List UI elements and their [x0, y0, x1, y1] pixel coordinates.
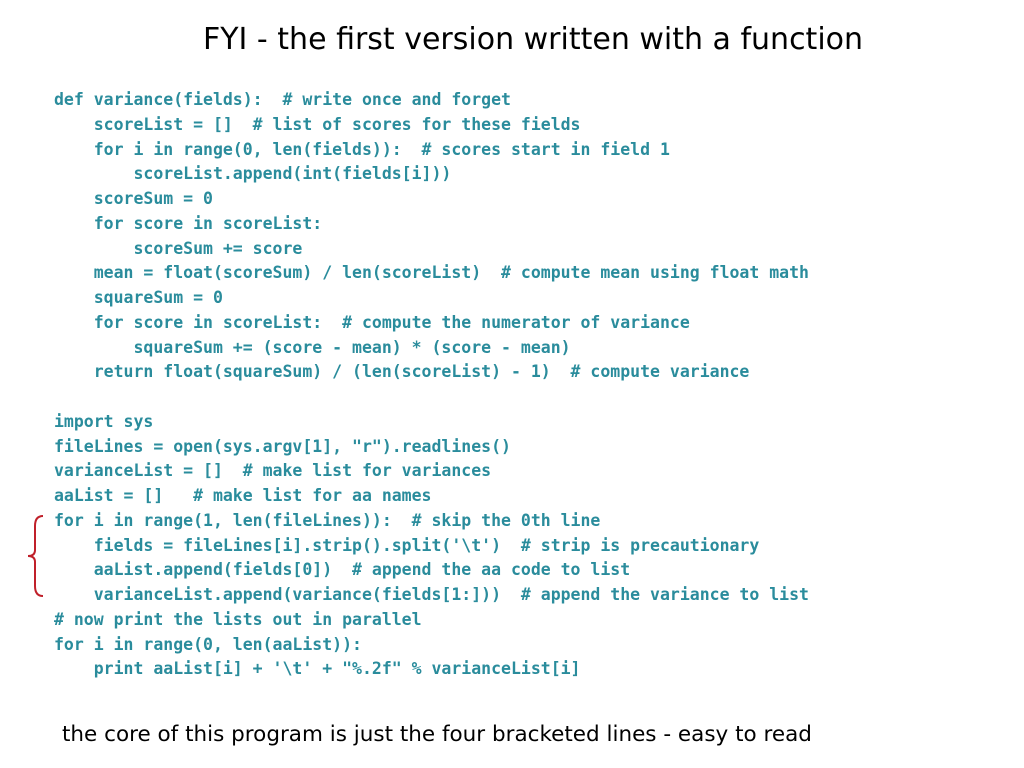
- bracketed-code-line: varianceList.append(variance(fields[1:])…: [54, 585, 809, 604]
- code-line: squareSum += (score - mean) * (score - m…: [54, 337, 571, 357]
- code-line: scoreSum += score: [54, 238, 303, 258]
- code-line: scoreList.append(int(fields[i])): [54, 164, 452, 184]
- code-line-blank: [54, 385, 809, 410]
- slide-caption: the core of this program is just the fou…: [62, 722, 812, 747]
- code-line: # now print the lists out in parallel: [54, 609, 422, 629]
- code-line: scoreSum = 0: [54, 189, 213, 208]
- bracket-stroke: [27, 515, 44, 597]
- bracketed-code-line: for i in range(1, len(fileLines)): # ski…: [54, 510, 601, 530]
- code-block: def variance(fields): # write once and f…: [54, 88, 809, 682]
- bracketed-code-line: fields = fileLines[i].strip().split('\t'…: [54, 535, 760, 555]
- code-line: for score in scoreList:: [54, 213, 323, 233]
- code-line: for i in range(0, len(fields)): # scores…: [54, 139, 670, 159]
- code-line: for i in range(0, len(aaList)):: [54, 634, 362, 654]
- code-line: fileLines = open(sys.argv[1], "r").readl…: [54, 436, 511, 456]
- code-line: def variance(fields): # write once and f…: [54, 90, 511, 109]
- code-line: for score in scoreList: # compute the nu…: [54, 312, 690, 332]
- code-line: squareSum = 0: [54, 288, 223, 307]
- bracketed-code-line: aaList.append(fields[0]) # append the aa…: [54, 560, 631, 580]
- code-line: return float(squareSum) / (len(scoreList…: [54, 362, 750, 382]
- code-line: import sys: [54, 411, 154, 431]
- code-line: aaList = [] # make list for aa names: [54, 486, 432, 505]
- curly-bracket-icon: [27, 515, 44, 597]
- code-line: mean = float(scoreSum) / len(scoreList) …: [54, 263, 809, 283]
- slide-title: FYI - the first version written with a f…: [202, 22, 864, 57]
- code-line: scoreList = [] # list of scores for thes…: [54, 114, 581, 134]
- code-line: varianceList = [] # make list for varian…: [54, 461, 492, 481]
- code-line: print aaList[i] + '\t' + "%.2f" % varian…: [54, 659, 581, 679]
